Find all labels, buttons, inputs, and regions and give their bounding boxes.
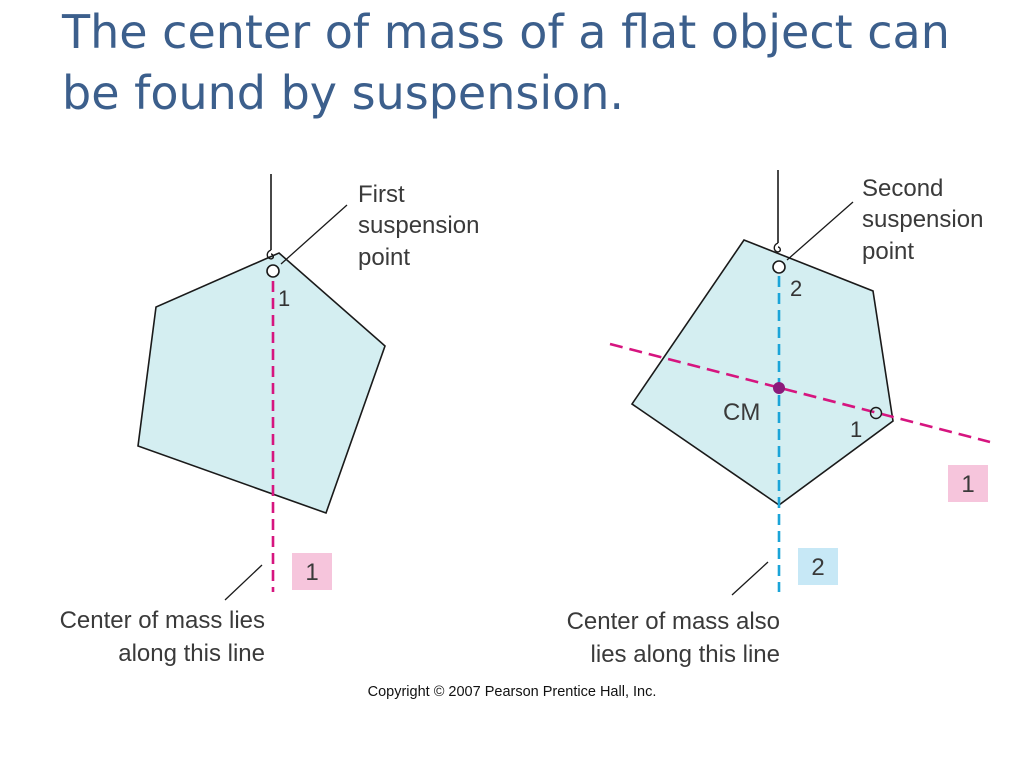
first-suspension-point-icon xyxy=(266,264,280,278)
left-label-line-2: suspension xyxy=(358,212,479,239)
left-line-badge-label: 1 xyxy=(305,559,318,586)
left-caption-line-1: Center of mass lies xyxy=(60,607,265,634)
second-suspension-point-icon xyxy=(772,260,786,274)
right-label-line-1: Second xyxy=(862,175,943,202)
left-caption-leader xyxy=(224,564,263,601)
left-figure: First suspension point 1 1 Center of mas… xyxy=(60,174,479,667)
center-of-mass-dot-icon xyxy=(773,382,785,394)
right-point-number-2: 2 xyxy=(790,276,802,301)
left-pentagon xyxy=(137,252,386,515)
right-line-2-badge-bg xyxy=(798,548,838,585)
right-line-2-badge-label: 2 xyxy=(811,554,824,581)
right-line-1-badge-bg xyxy=(948,465,988,502)
right-caption-line-1: Center of mass also xyxy=(567,608,780,635)
left-point-number: 1 xyxy=(278,286,290,311)
right-caption-line-2: lies along this line xyxy=(591,641,780,668)
right-pentagon xyxy=(630,239,894,506)
right-caption-leader xyxy=(731,561,769,596)
right-label-leader xyxy=(786,201,854,261)
first-point-marker-icon xyxy=(869,406,883,420)
left-hook-icon xyxy=(266,249,274,260)
left-caption-line-2: along this line xyxy=(118,640,265,667)
title-line-1: The center of mass of a flat object can xyxy=(62,5,950,59)
cm-label: CM xyxy=(723,399,760,426)
right-figure: Second suspension point 2 1 CM 1 2 Cente… xyxy=(567,170,991,668)
right-label-line-2: suspension xyxy=(862,206,983,233)
right-line-1 xyxy=(609,342,991,444)
left-label-leader xyxy=(280,204,348,265)
copyright-notice: Copyright © 2007 Pearson Prentice Hall, … xyxy=(368,684,657,700)
left-label-line-3: point xyxy=(358,244,410,271)
right-label-line-3: point xyxy=(862,238,914,265)
right-line-1-badge-label: 1 xyxy=(961,471,974,498)
left-label-line-1: First xyxy=(358,181,405,208)
left-line-badge-bg xyxy=(292,553,332,590)
slide-title: The center of mass of a flat object can … xyxy=(62,2,1002,124)
right-hook-icon xyxy=(773,242,781,253)
right-point-number-1: 1 xyxy=(850,417,862,442)
title-line-2: be found by suspension. xyxy=(62,66,625,120)
